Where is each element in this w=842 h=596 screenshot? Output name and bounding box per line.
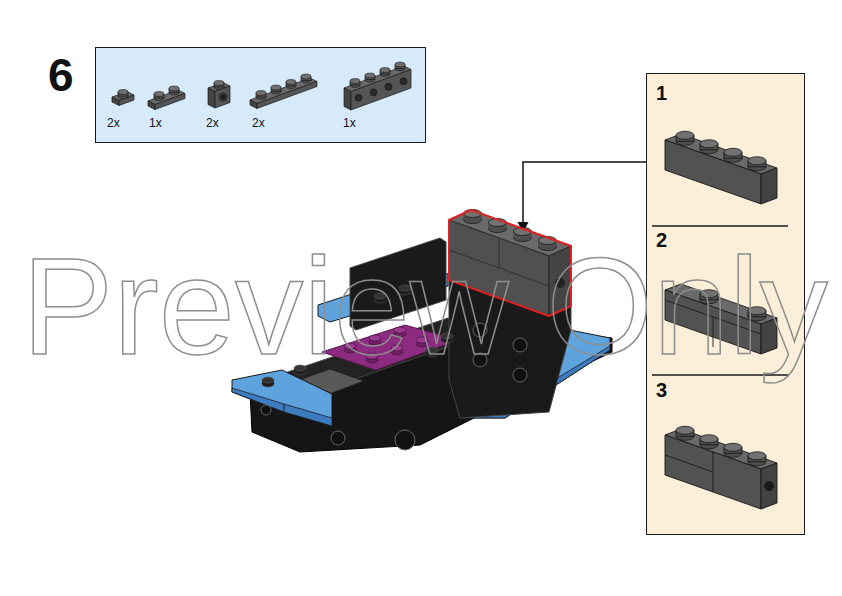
part-quantity: 1x [343, 117, 356, 129]
part-quantity: 2x [206, 117, 219, 129]
watermark: Preview Only [22, 239, 828, 376]
sub-step-number: 3 [656, 380, 667, 400]
step-number: 6 [48, 52, 74, 98]
sub-step-number: 1 [656, 83, 667, 103]
parts-list-box: 2x 1x 2x 2x 1x [95, 47, 426, 143]
part-quantity: 1x [149, 117, 162, 129]
part-quantity: 2x [252, 117, 265, 129]
part-quantity: 2x [107, 117, 120, 129]
